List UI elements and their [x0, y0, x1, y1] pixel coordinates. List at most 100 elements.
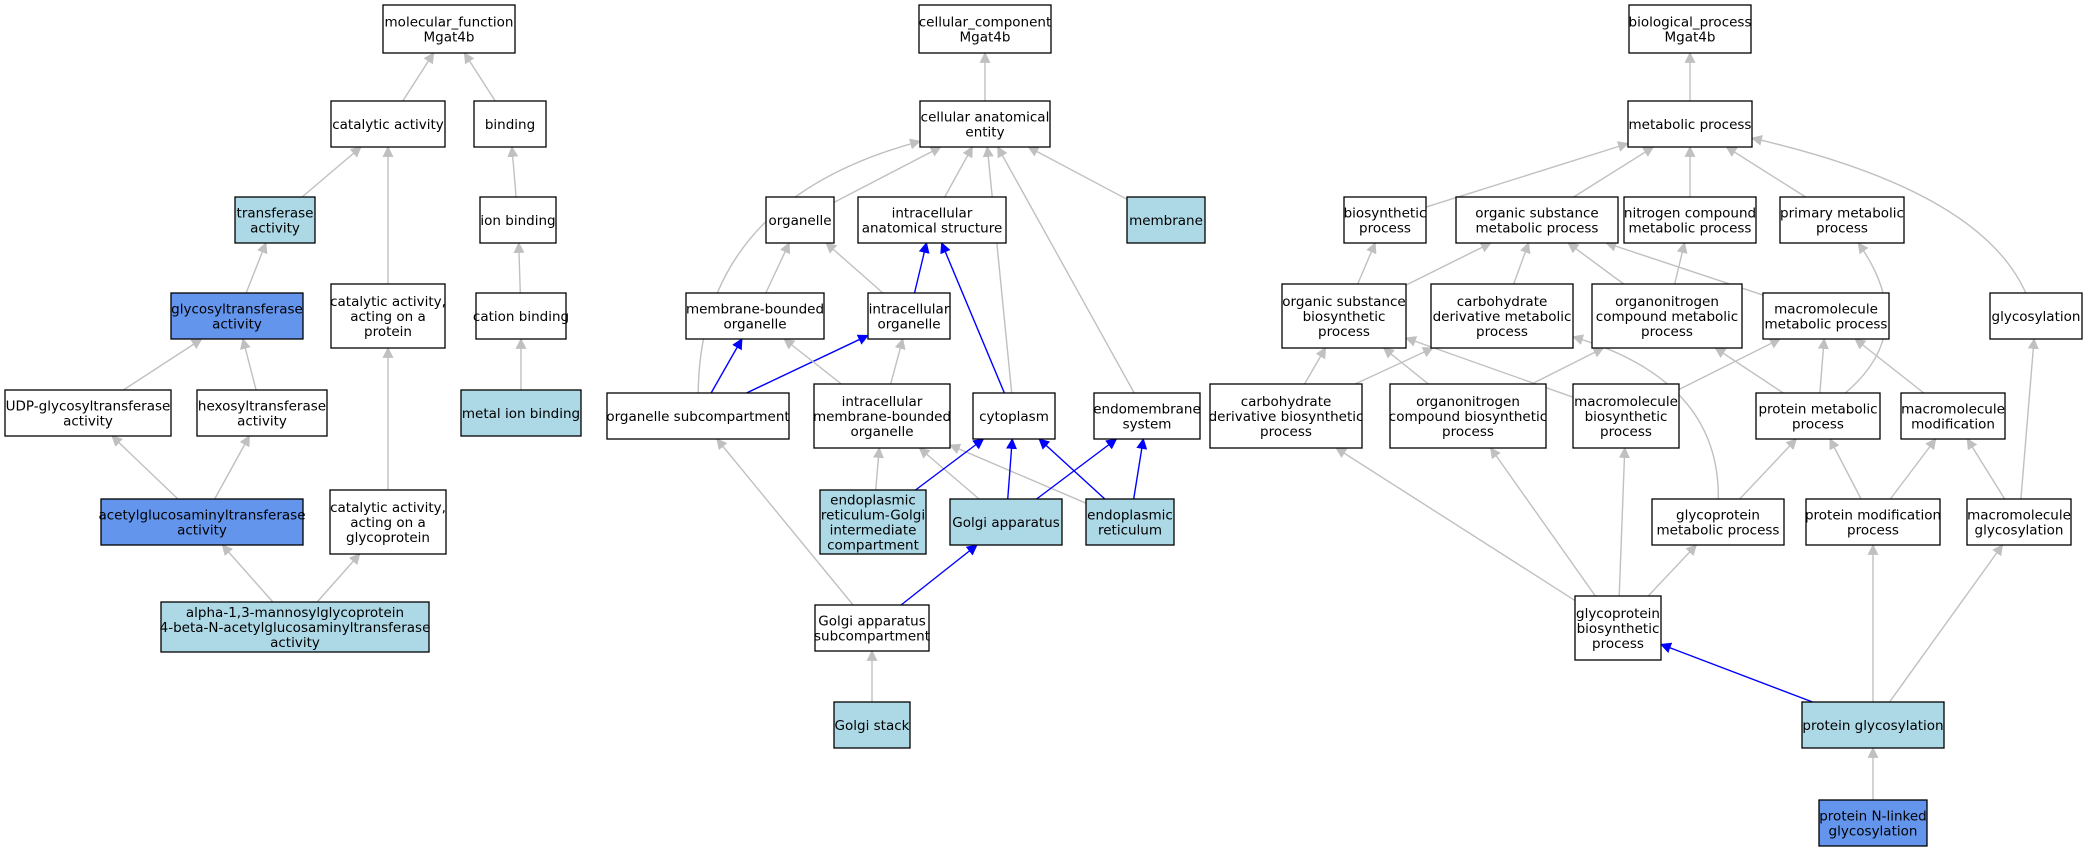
term-box	[867, 292, 951, 340]
term-box	[479, 196, 557, 244]
edge-trans-to-cat	[301, 146, 362, 198]
term-label-line: process	[1792, 417, 1844, 433]
term-label-line: biological_process	[1629, 15, 1752, 31]
term-node-ionb[interactable]: ion binding	[479, 196, 557, 244]
term-node-pglyco[interactable]: protein glycosylation	[1801, 701, 1945, 749]
term-box	[1389, 383, 1547, 449]
term-label-line: reticulum-Golgi	[821, 508, 925, 524]
edge-gas-to-golgi	[900, 544, 978, 606]
term-node-mp[interactable]: metabolic process	[1627, 100, 1753, 148]
term-box	[160, 601, 430, 653]
term-label-line: primary metabolic	[1780, 206, 1904, 222]
term-node-bind[interactable]: binding	[473, 100, 547, 148]
term-label-line: process	[1260, 424, 1312, 440]
edge-mbp-to-mmp	[1678, 338, 1781, 391]
term-box	[1755, 392, 1881, 440]
term-label-line: activity	[237, 414, 287, 430]
edge-golgi-to-cyto	[1006, 437, 1018, 500]
edge-alpha-to-acetyl	[221, 544, 274, 603]
term-node-membrane[interactable]: membrane	[1126, 196, 1206, 244]
edge-gas-to-osub	[716, 438, 854, 606]
term-label-line: Golgi apparatus	[952, 515, 1059, 531]
term-label-line: catalytic activity	[332, 117, 444, 133]
edge-pglyco-to-mglyco	[1888, 544, 2004, 703]
term-box	[1805, 498, 1941, 546]
edge-pmp-to-mp	[1725, 146, 1806, 198]
edge-imbo-to-mbo	[783, 338, 842, 385]
edge-bind-to-mf	[463, 52, 496, 102]
term-node-osub[interactable]: organelle subcompartment	[606, 392, 790, 440]
term-label-line: process	[1318, 324, 1370, 340]
term-label-line: endoplasmic	[1087, 508, 1173, 524]
term-label-line: carbohydrate	[1241, 394, 1332, 410]
term-node-metal[interactable]: metal ion binding	[460, 389, 582, 437]
term-label-line: activity	[177, 523, 227, 539]
term-label-line: membrane-bounded	[686, 302, 824, 318]
term-box	[329, 489, 447, 555]
term-label-line: acting on a	[350, 515, 426, 531]
term-node-cyto[interactable]: cytoplasm	[972, 392, 1056, 440]
term-label-line: activity	[250, 221, 300, 237]
term-node-ergic[interactable]: endoplasmicreticulum-Golgiintermediateco…	[819, 489, 927, 555]
term-node-gstack[interactable]: Golgi stack	[833, 701, 911, 749]
term-box	[949, 498, 1063, 546]
term-label-line: organelle	[768, 213, 831, 229]
term-label-line: derivative biosynthetic	[1209, 409, 1364, 425]
term-label-line: intracellular	[869, 302, 950, 318]
term-node-glycosylation[interactable]: glycosylation	[1989, 292, 2083, 340]
term-label-line: process	[1847, 523, 1899, 539]
term-box	[1281, 283, 1407, 349]
edge-oncmp-to-osmp	[1567, 242, 1625, 285]
term-label-line: catalytic activity,	[330, 294, 446, 310]
term-node-cat[interactable]: catalytic activity	[330, 100, 446, 148]
term-label-line: membrane-bounded	[813, 409, 951, 425]
term-box	[473, 100, 547, 148]
term-node-cation[interactable]: cation binding	[473, 292, 569, 340]
term-label-line: Golgi apparatus	[818, 614, 925, 630]
term-node-golgi[interactable]: Golgi apparatus	[949, 498, 1063, 546]
term-box	[857, 196, 1007, 244]
term-node-alpha[interactable]: alpha-1,3-mannosylglycoprotein4-beta-N-a…	[160, 601, 431, 653]
term-node-organelle[interactable]: organelle	[765, 196, 835, 244]
term-label-line: glycoprotein	[346, 530, 430, 546]
term-node-catglyco[interactable]: catalytic activity,acting on aglycoprote…	[329, 489, 447, 555]
edge-cyto-to-cae	[982, 145, 1013, 394]
term-label-line: process	[1816, 221, 1868, 237]
term-box	[234, 196, 316, 244]
